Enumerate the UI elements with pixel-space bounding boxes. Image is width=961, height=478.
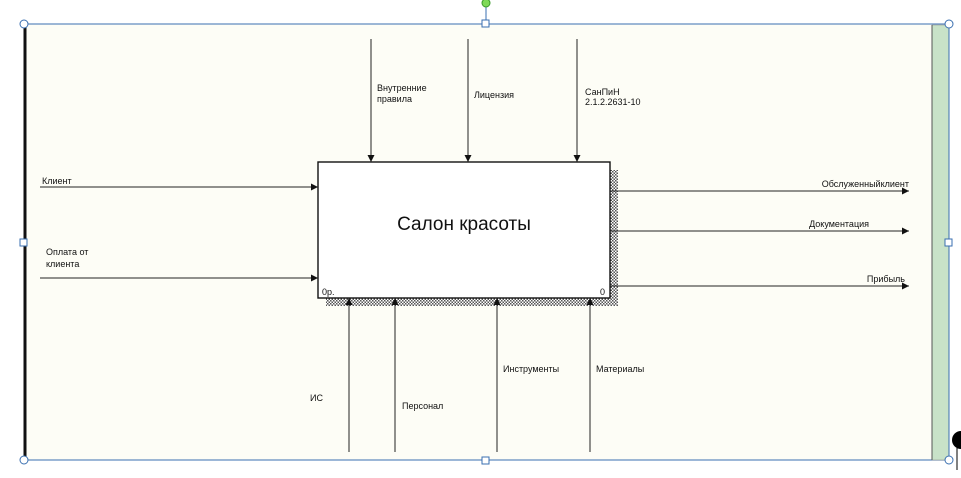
resize-handle-top-right[interactable] [944, 19, 954, 29]
resize-handle-top-left[interactable] [19, 19, 29, 29]
label-mechanism-staff: Персонал [402, 401, 443, 411]
activity-box[interactable] [317, 161, 611, 299]
label-mechanism-tools: Инструменты [503, 364, 559, 374]
label-control-sanpin-line1: СанПиН [585, 87, 620, 97]
activity-number: 0 [600, 287, 605, 297]
label-control-license: Лицензия [474, 90, 514, 100]
resize-handle-bottom-left[interactable] [19, 455, 29, 465]
resize-handle-right[interactable] [944, 238, 953, 247]
resize-handle-top[interactable] [481, 19, 490, 28]
label-output-docs: Документация [809, 219, 869, 229]
label-input-payment-line2: клиента [46, 259, 79, 269]
label-input-payment: Оплата от клиента [46, 247, 91, 269]
label-control-sanpin: СанПиН 2.1.2.2631-10 [585, 87, 641, 107]
label-mechanism-is: ИС [310, 393, 323, 403]
resize-handle-bottom[interactable] [481, 456, 490, 465]
label-control-sanpin-line2: 2.1.2.2631-10 [585, 97, 641, 107]
label-input-client: Клиент [42, 176, 72, 186]
activity-cost: 0р. [322, 287, 335, 297]
label-output-served: Обслуженныйклиент [822, 179, 909, 189]
label-control-rules: Внутренние правила [377, 83, 429, 104]
label-control-rules-line2: правила [377, 94, 412, 104]
label-output-profit: Прибыль [867, 274, 905, 284]
rotation-handle[interactable] [481, 0, 491, 8]
resize-handle-left[interactable] [19, 238, 28, 247]
label-control-rules-line1: Внутренние [377, 83, 427, 93]
label-mechanism-materials: Материалы [596, 364, 644, 374]
label-input-payment-line1: Оплата от [46, 247, 88, 257]
resize-handle-bottom-right[interactable] [944, 455, 954, 465]
activity-title: Салон красоты [397, 214, 531, 235]
page-edge-dot [952, 431, 961, 449]
